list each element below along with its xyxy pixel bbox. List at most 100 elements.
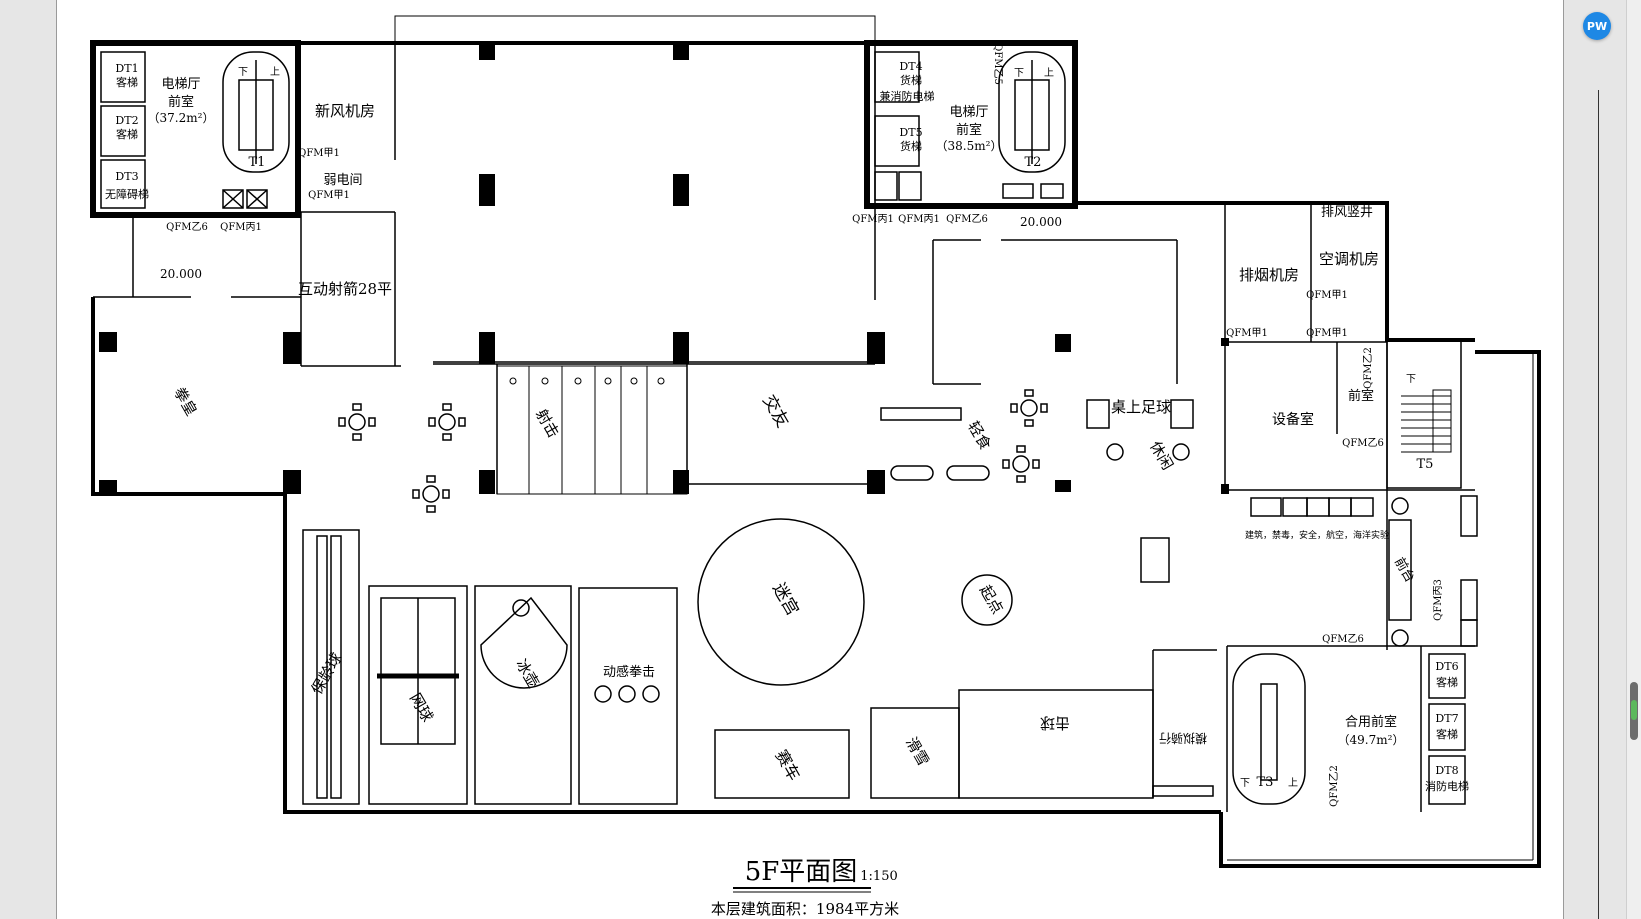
core-right [864,40,1078,209]
stair-up-t3: 上 [1288,777,1298,789]
label-dt2: DT2 [115,114,138,127]
door-qfmj1-5: QFM甲1 [1306,328,1348,339]
label-lobby-left-area: （37.2m²） [148,111,215,125]
label-dt2-type: 客梯 [116,127,138,141]
label-shooting: 射击 [532,406,563,441]
label-dt7-type: 客梯 [1436,727,1458,741]
door-qfmb1-3: QFM丙1 [898,214,940,225]
elevator-shafts-right [874,51,1066,201]
label-dt6-type: 客梯 [1436,675,1458,689]
stair-down-t2: 下 [1014,68,1024,79]
pdf-tool-button[interactable]: PW [1583,12,1611,40]
structural-columns [99,42,1229,494]
stair-up-t1: 上 [270,66,280,78]
drawing-sheet: DT1 客梯 DT2 客梯 DT3 无障碍梯 电梯厅 前室 （37.2m²） T… [56,0,1564,919]
roof-outline [394,15,876,43]
label-exhaust-shaft: 排风竖井 [1321,205,1373,220]
label-lobby-right: 电梯厅 [949,105,988,120]
label-t2: T2 [1025,155,1042,170]
floor-plan: DT1 客梯 DT2 客梯 DT3 无障碍梯 电梯厅 前室 （37.2m²） T… [90,15,1541,918]
label-dt4: DT4 [899,60,922,73]
label-billiards: 桌上足球 [1111,398,1171,416]
label-weak-elec: 弱电间 [323,173,362,188]
label-t1: T1 [249,155,266,170]
page-edge [1598,90,1599,919]
label-archery: 互动射箭28平 [298,280,392,298]
label-dt3: DT3 [115,170,138,183]
vertical-scrollbar[interactable] [1626,0,1641,919]
label-social: 交友 [758,392,792,431]
elevation-left: 20.000 [160,267,202,281]
label-lobby-left: 电梯厅 [161,77,200,92]
door-qfmz6-2: QFM乙6 [946,213,988,225]
label-dt4-type: 货梯 [900,73,922,87]
door-qfmb3: QFM丙3 [1433,579,1444,621]
label-shared-lobby: 合用前室 [1345,714,1397,730]
label-smoke-room: 排烟机房 [1239,266,1299,284]
label-start: 起点 [976,582,1007,617]
elevation-right: 20.000 [1020,215,1062,229]
drawing-area: 本层建筑面积：1984平方米 [711,900,899,918]
shooting-lanes [496,365,688,495]
label-dt3-type: 无障碍梯 [105,187,149,201]
core-left [90,40,301,218]
door-qfmz6-1: QFM乙6 [166,221,208,233]
label-dt4-type2: 兼消防电梯 [880,89,935,103]
door-qfmj1-2: QFM甲1 [308,190,350,201]
label-bowling: 保龄球 [308,650,346,698]
label-front-room: 前室 [1348,388,1374,404]
elevator-shafts-left [100,51,290,209]
label-vr-cycle: 模拟骑行 [1159,731,1207,745]
door-qfmz2-1: QFM乙2 [1328,765,1340,807]
drawing-scale: 1:150 [860,869,897,884]
label-lobby-right-sub: 前室 [956,122,982,138]
start-circle [961,574,1013,626]
label-dynamic-boxing: 动感拳击 [603,664,655,680]
label-tennis: 网球 [406,690,437,725]
exterior-walls [91,41,1541,868]
stair-down-t1: 下 [238,67,248,78]
label-fresh-air: 新风机房 [315,102,375,120]
label-maze: 迷宫 [768,580,802,619]
label-equipment: 设备室 [1272,411,1314,428]
label-baseball: 击球 [1040,714,1070,732]
label-dt6: DT6 [1435,660,1458,673]
bottom-rooms [302,529,1214,805]
label-dt5: DT5 [899,126,922,139]
maze-circle [697,518,865,686]
door-qfmj1-3: QFM甲1 [1226,328,1268,339]
door-qfmb1-1: QFM丙1 [220,222,262,233]
door-qfmj1-4: QFM甲1 [1306,290,1348,301]
label-ac-room: 空调机房 [1319,250,1379,268]
label-dt1: DT1 [115,62,138,75]
label-dt8-type: 消防电梯 [1425,779,1469,793]
label-dt5-type: 货梯 [900,139,922,153]
label-lobby-left-sub: 前室 [168,94,194,110]
label-skiing: 滑雪 [902,734,933,769]
door-qfmz6-4: QFM乙6 [1322,633,1364,645]
label-lobby-right-area: （38.5m²） [936,139,1003,153]
stair-up-t2: 上 [1044,67,1054,79]
door-qfmj1-1: QFM甲1 [298,148,340,159]
door-qfmz5: QFM乙5 [992,43,1004,85]
scrollbar-accent [1631,700,1637,720]
elevator-shafts-bottom [1232,339,1478,805]
door-qfmb1-2: QFM丙1 [852,214,894,225]
label-shared-lobby-area: （49.7m²） [1338,733,1405,747]
label-racing: 赛车 [772,747,804,784]
door-qfmz2-2: QFM乙2 [1362,347,1374,389]
label-dt8: DT8 [1435,764,1458,777]
label-rest: 休闲 [1146,438,1177,473]
door-qfmz6-3: QFM乙6 [1342,437,1384,449]
label-t5: T5 [1417,457,1434,472]
label-dt1-type: 客梯 [116,75,138,89]
drawing-title: 5F平面图 [745,857,858,887]
stair-down-t5: 下 [1406,374,1416,385]
label-boxing: 拳皇 [170,384,201,419]
stair-down-t3: 下 [1240,778,1250,789]
label-reception: 前台 [1391,555,1418,586]
label-t3: T3 [1257,775,1274,790]
label-snack: 轻食 [964,418,995,453]
tables [338,389,1412,647]
label-science-note: 建筑，禁毒，安全，航空，海洋实验 [1245,529,1389,541]
